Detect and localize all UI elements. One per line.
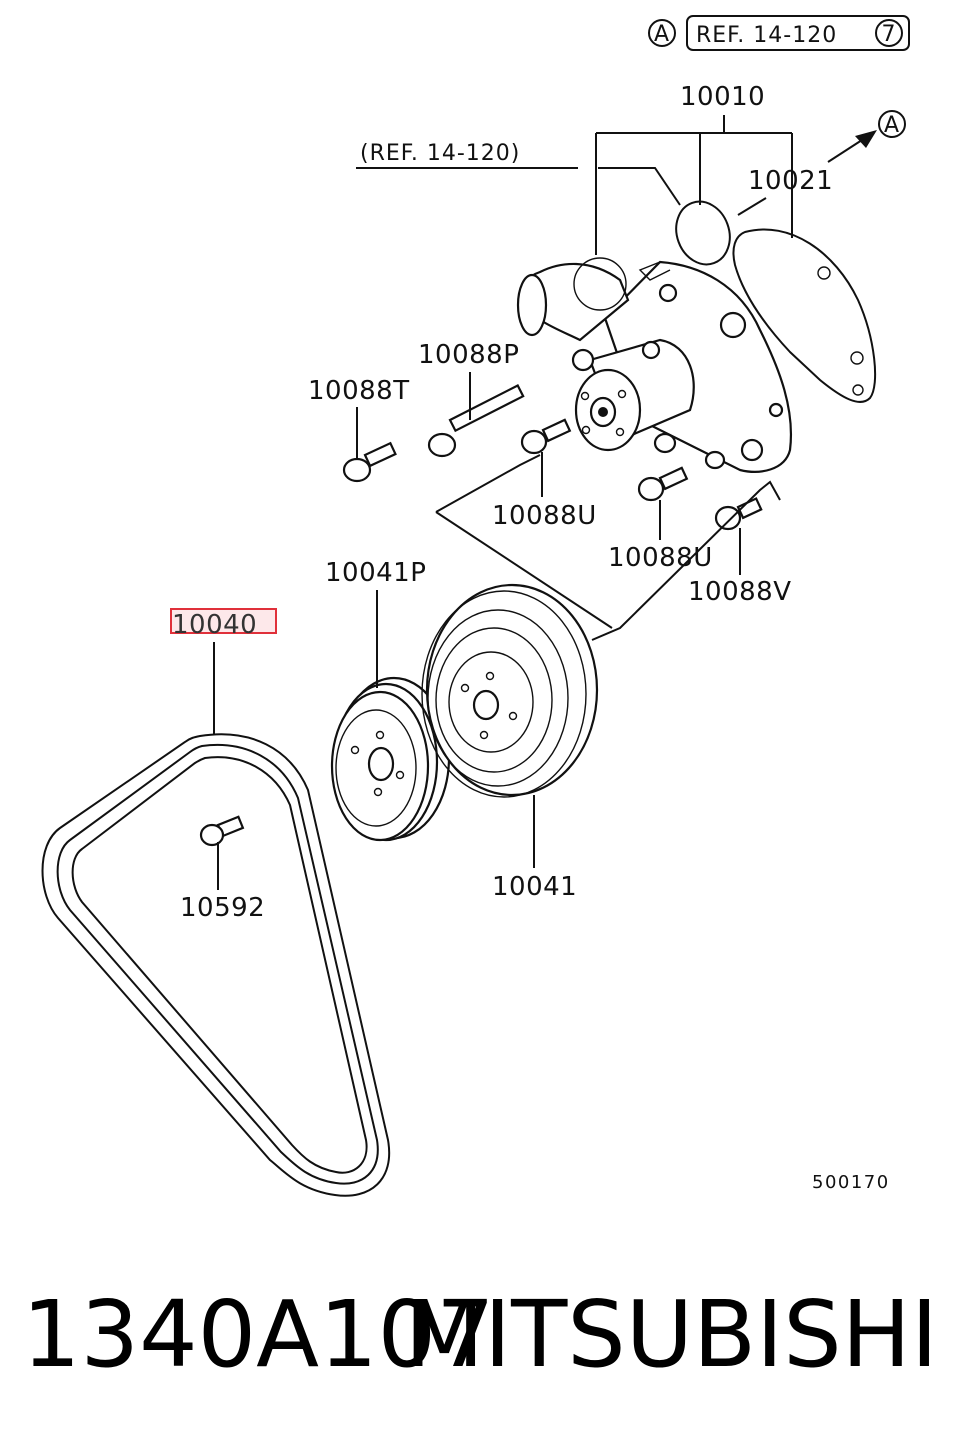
bolt-10592 (199, 815, 245, 847)
footer-part-number: 1340A107 (22, 1281, 495, 1388)
callout-10021: 10021 (737, 166, 833, 216)
label-10041: 10041 (492, 872, 577, 902)
callout-10088U-a: 10088U (492, 452, 597, 531)
label-10021: 10021 (748, 166, 833, 196)
water-pump-pulley-10041 (421, 583, 599, 798)
label-10010: 10010 (680, 82, 765, 112)
o-ring (675, 200, 731, 266)
callout-10088V: 10088V (688, 528, 792, 607)
ref-arrow: A (827, 110, 906, 163)
gasket (732, 228, 877, 403)
label-10041P: 10041P (325, 558, 426, 588)
crank-pulley-10041P (330, 676, 451, 842)
footer-brand: MITSUBISHI (405, 1281, 938, 1388)
ref-note-text: (REF. 14-120) (360, 141, 520, 166)
label-10088V: 10088V (688, 577, 792, 607)
ref-box-circle-letter: A (654, 22, 670, 47)
ref-box-circle-number: 7 (882, 22, 897, 47)
callout-10088U-b: 10088U (608, 500, 713, 573)
label-10040: 10040 (172, 610, 257, 640)
ref-box: A REF. 14-120 7 (648, 15, 910, 51)
label-10088U-a: 10088U (492, 501, 597, 531)
callout-10040: 10040 (170, 608, 277, 735)
ref-arrow-circle-letter: A (884, 113, 900, 138)
ref-note: (REF. 14-120) (356, 141, 681, 206)
bolt-bracket (591, 480, 781, 641)
bolt-10088U-b (637, 466, 689, 502)
callout-10088T: 10088T (308, 376, 410, 458)
callout-10592: 10592 (180, 842, 265, 923)
highlight-box-10040 (170, 608, 277, 634)
ref-box-text: REF. 14-120 (696, 23, 837, 48)
bolt-10088P (427, 384, 525, 458)
bolt-10088T (342, 441, 397, 483)
label-10592: 10592 (180, 893, 265, 923)
callout-10088P: 10088P (418, 340, 519, 420)
callout-10010: 10010 (595, 82, 793, 255)
callout-10041: 10041 (492, 795, 577, 902)
water-pump (516, 257, 793, 473)
label-10088U-b: 10088U (608, 543, 713, 573)
label-10088T: 10088T (308, 376, 410, 406)
bolt-10088V (714, 497, 763, 531)
diagram-code: 500170 (812, 1172, 890, 1193)
bolt-10088U-a (520, 418, 572, 455)
v-belt-10040 (41, 733, 391, 1197)
label-10088P: 10088P (418, 340, 519, 370)
callout-10041P: 10041P (325, 558, 426, 688)
